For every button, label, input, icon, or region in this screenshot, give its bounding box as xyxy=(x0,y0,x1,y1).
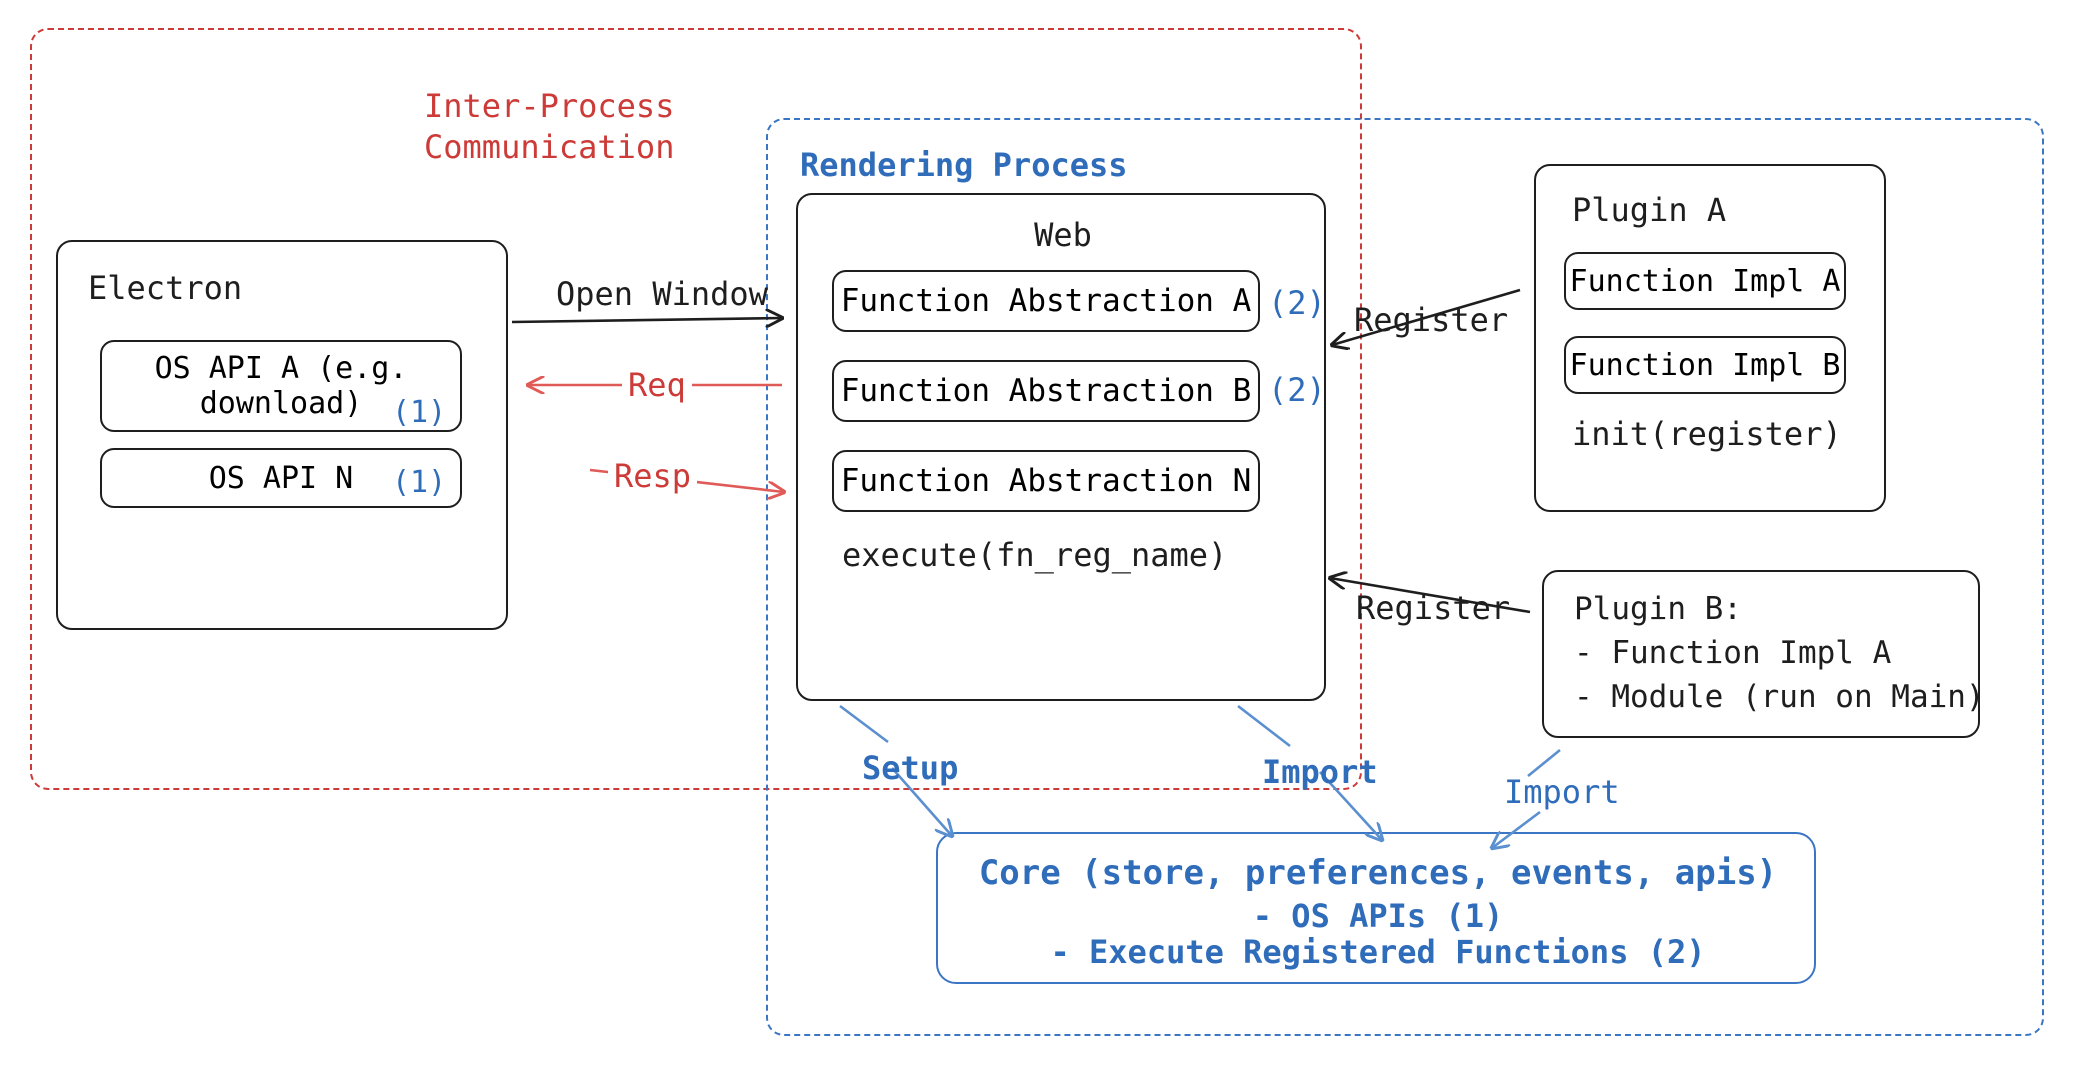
import-plugin-label: Import xyxy=(1504,773,1620,811)
register-a-arrow xyxy=(1332,288,1521,345)
plugin-b-line-1: Plugin B: xyxy=(1574,591,1742,627)
setup-arrow-stem xyxy=(839,704,889,744)
function-abstraction-n-label: Function Abstraction N xyxy=(840,463,1252,499)
import-web-stem xyxy=(1237,704,1291,748)
rendering-process-label: Rendering Process xyxy=(800,146,1128,184)
plugin-b-line-2: - Function Impl A xyxy=(1574,635,1892,671)
import-plugin-arrow xyxy=(1492,810,1541,848)
function-impl-b-label: Function Impl B xyxy=(1569,347,1841,383)
os-api-a-marker: (1) xyxy=(392,395,447,430)
function-abstraction-a-box[interactable]: Function Abstraction A xyxy=(832,270,1260,332)
function-abstraction-a-label: Function Abstraction A xyxy=(840,283,1252,319)
plugin-b-line-3: - Module (run on Main) xyxy=(1574,679,1985,715)
web-footer: execute(fn_reg_name) xyxy=(842,536,1228,574)
function-abstraction-n-box[interactable]: Function Abstraction N xyxy=(832,450,1260,512)
plugin-b-box[interactable]: Plugin B: - Function Impl A - Module (ru… xyxy=(1542,570,1985,738)
os-api-n-label: OS API N xyxy=(208,460,354,496)
core-line-1: Core (store, preferences, events, apis) xyxy=(978,853,1778,893)
open-window-label: Open Window xyxy=(556,275,768,313)
core-box[interactable]: Core (store, preferences, events, apis) … xyxy=(936,832,1816,984)
core-line-2: - OS APIs (1) xyxy=(1252,897,1504,935)
rendering-process-boundary xyxy=(766,118,2044,1036)
plugin-a-footer: init(register) xyxy=(1572,415,1842,453)
import-web-label: Import xyxy=(1262,753,1378,791)
electron-box[interactable]: Electron OS API A (e.g. download) (1) OS… xyxy=(56,240,508,630)
web-box[interactable]: Web Function Abstraction A (2) Function … xyxy=(796,193,1326,701)
ipc-label: Inter-Process Communication xyxy=(424,87,675,166)
setup-arrow xyxy=(891,767,952,836)
ipc-boundary xyxy=(30,28,1362,790)
electron-title: Electron xyxy=(88,269,243,307)
os-api-n-box[interactable]: OS API N xyxy=(100,448,462,508)
function-abstraction-b-box[interactable]: Function Abstraction B xyxy=(832,360,1260,422)
function-impl-b-box[interactable]: Function Impl B xyxy=(1564,336,1846,394)
os-api-a-label: OS API A (e.g. download) xyxy=(154,351,408,421)
import-plugin-stem xyxy=(1527,748,1561,778)
function-abstraction-b-marker: (2) xyxy=(1268,371,1326,409)
req-label: Req xyxy=(622,365,692,406)
open-window-arrow xyxy=(511,318,782,322)
os-api-a-box[interactable]: OS API A (e.g. download) xyxy=(100,340,462,432)
resp-label: Resp xyxy=(608,456,698,497)
plugin-a-box[interactable]: Plugin A Function Impl A Function Impl B… xyxy=(1534,164,1886,512)
plugin-a-title: Plugin A xyxy=(1572,191,1727,229)
function-abstraction-b-label: Function Abstraction B xyxy=(840,373,1252,409)
function-impl-a-box[interactable]: Function Impl A xyxy=(1564,252,1846,310)
register-b-label: Register xyxy=(1356,589,1511,627)
web-title: Web xyxy=(1034,216,1092,254)
register-a-label: Register xyxy=(1354,301,1509,339)
core-line-3: - Execute Registered Functions (2) xyxy=(1050,933,1706,971)
function-impl-a-label: Function Impl A xyxy=(1569,263,1841,299)
setup-label: Setup xyxy=(862,749,959,787)
os-api-n-marker: (1) xyxy=(392,465,447,500)
register-b-arrow xyxy=(1330,578,1531,614)
import-web-arrow xyxy=(1319,771,1382,840)
function-abstraction-a-marker: (2) xyxy=(1268,284,1326,322)
